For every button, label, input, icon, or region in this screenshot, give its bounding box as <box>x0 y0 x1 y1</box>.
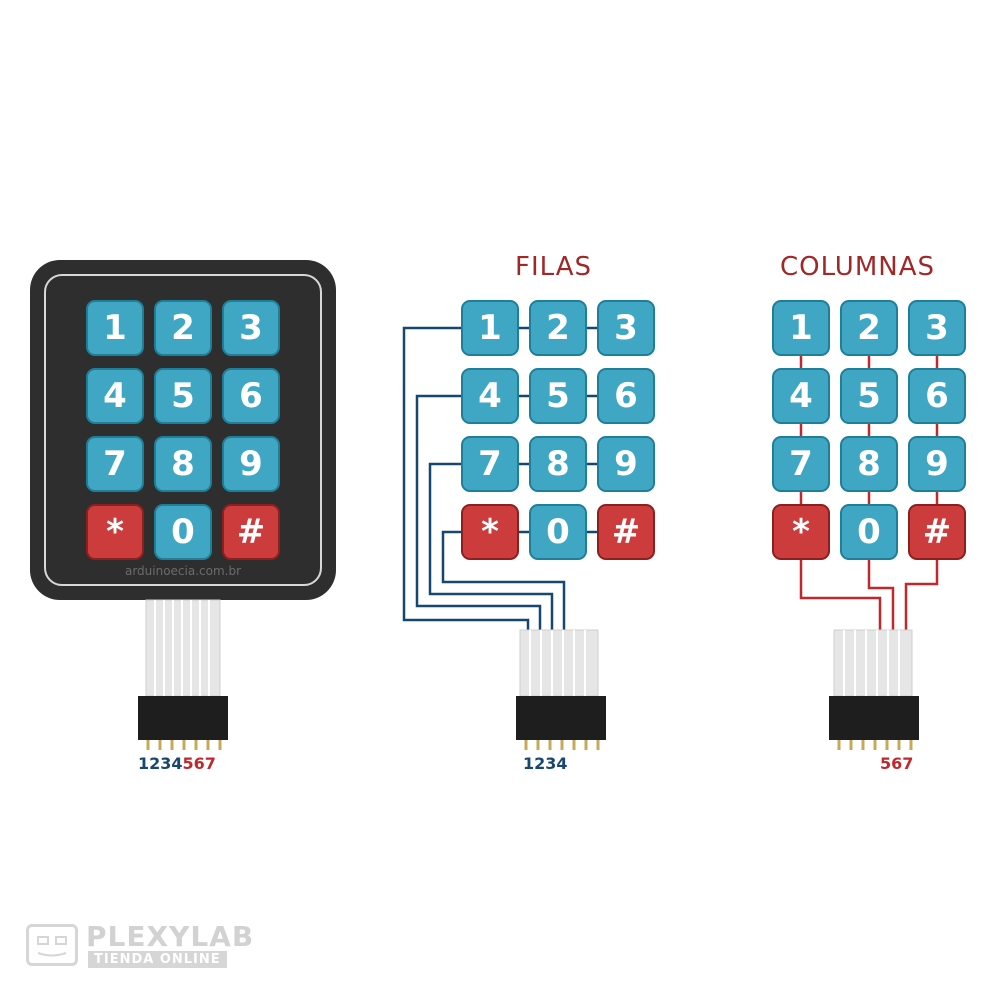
key-seven: 7 <box>86 436 144 492</box>
key-three: 3 <box>222 300 280 356</box>
key-hash: # <box>222 504 280 560</box>
keypad-frame <box>44 274 322 586</box>
key-seven: 7 <box>772 436 830 492</box>
key-zero: 0 <box>840 504 898 560</box>
key-one: 1 <box>461 300 519 356</box>
pin-label-rows: 1234 <box>138 754 183 773</box>
logo-icon <box>26 924 78 966</box>
key-four: 4 <box>772 368 830 424</box>
rows-heading: FILAS <box>515 252 592 282</box>
watermark-text: arduinoecia.com.br <box>124 564 242 578</box>
key-four: 4 <box>461 368 519 424</box>
key-five: 5 <box>840 368 898 424</box>
logo-name: PLEXYLAB <box>86 920 255 953</box>
key-zero: 0 <box>529 504 587 560</box>
key-five: 5 <box>154 368 212 424</box>
key-three: 3 <box>908 300 966 356</box>
key-six: 6 <box>222 368 280 424</box>
key-eight: 8 <box>154 436 212 492</box>
key-three: 3 <box>597 300 655 356</box>
key-eight: 8 <box>840 436 898 492</box>
key-hash: # <box>597 504 655 560</box>
key-one: 1 <box>86 300 144 356</box>
key-eight: 8 <box>529 436 587 492</box>
key-nine: 9 <box>908 436 966 492</box>
key-star: * <box>86 504 144 560</box>
pin-label-cols-c: 567 <box>880 754 914 773</box>
key-seven: 7 <box>461 436 519 492</box>
key-one: 1 <box>772 300 830 356</box>
key-star: * <box>461 504 519 560</box>
key-six: 6 <box>597 368 655 424</box>
key-star: * <box>772 504 830 560</box>
columns-heading: COLUMNAS <box>780 252 936 282</box>
key-two: 2 <box>529 300 587 356</box>
key-two: 2 <box>154 300 212 356</box>
key-five: 5 <box>529 368 587 424</box>
key-zero: 0 <box>154 504 212 560</box>
key-nine: 9 <box>222 436 280 492</box>
key-four: 4 <box>86 368 144 424</box>
logo-tagline: TIENDA ONLINE <box>88 951 227 968</box>
key-six: 6 <box>908 368 966 424</box>
key-hash: # <box>908 504 966 560</box>
pin-label-rows-b: 1234 <box>523 754 568 773</box>
key-two: 2 <box>840 300 898 356</box>
key-nine: 9 <box>597 436 655 492</box>
pin-label-cols: 567 <box>182 754 216 773</box>
